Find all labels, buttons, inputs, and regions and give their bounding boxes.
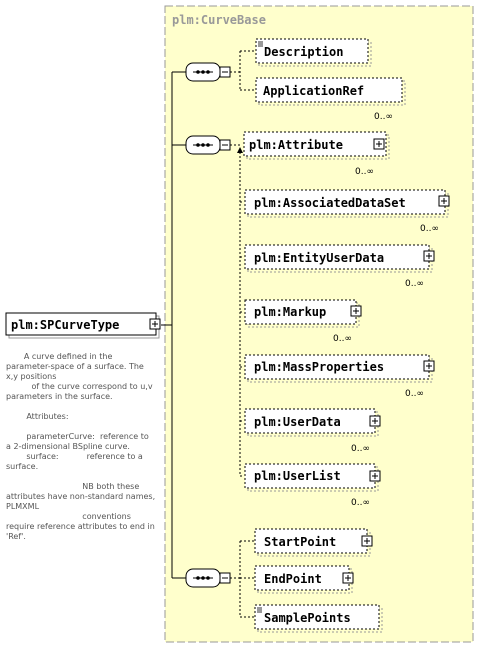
element-plm-associateddataset[interactable]: plm:AssociatedDataSet 0..∞ <box>244 189 450 234</box>
occurrence-label: 0..∞ <box>355 167 374 177</box>
collapse-toggle[interactable] <box>219 139 231 151</box>
collapse-toggle[interactable] <box>219 66 231 78</box>
base-type-title: plm:CurveBase <box>172 13 266 27</box>
occurrence-label: 0..∞ <box>351 444 370 454</box>
element-label: EndPoint <box>264 572 322 586</box>
expand-icon[interactable] <box>423 250 435 262</box>
element-plm-userdata[interactable]: plm:UserData 0..∞ <box>244 408 381 454</box>
occurrence-label: 0..∞ <box>333 334 352 344</box>
element-startpoint[interactable]: StartPoint <box>254 528 373 557</box>
expand-icon[interactable] <box>373 138 385 150</box>
element-plm-userlist[interactable]: plm:UserList 0..∞ <box>244 463 381 508</box>
element-label: plm:EntityUserData <box>254 251 384 265</box>
element-description[interactable]: Description <box>255 38 372 67</box>
occurrence-label: 0..∞ <box>405 279 424 289</box>
documentation-text: A curve defined in the parameter-space o… <box>6 352 156 541</box>
expand-icon[interactable] <box>438 195 450 207</box>
curve-branch-lines <box>230 540 255 618</box>
element-label: plm:AssociatedDataSet <box>254 196 406 210</box>
element-label: ApplicationRef <box>263 84 364 98</box>
element-plm-entityuserdata[interactable]: plm:EntityUserData 0..∞ <box>244 244 435 289</box>
expand-icon[interactable] <box>361 535 373 547</box>
expand-icon[interactable] <box>369 470 381 482</box>
element-label: plm:Attribute <box>249 138 343 152</box>
base-branch-lines <box>230 50 256 91</box>
occurrence-label: 0..∞ <box>351 498 370 508</box>
root-connectors <box>161 71 186 579</box>
element-plm-attribute[interactable]: plm:Attribute 0..∞ <box>243 131 390 177</box>
element-label: Description <box>264 45 343 59</box>
occurrence-label: 0..∞ <box>405 389 424 399</box>
element-applicationref[interactable]: ApplicationRef 0..∞ <box>255 77 406 122</box>
arrow-up-icon <box>237 147 243 153</box>
root-element-label: plm:SPCurveType <box>11 318 119 332</box>
element-samplepoints[interactable]: SamplePoints <box>254 604 383 633</box>
element-label: SamplePoints <box>264 611 351 625</box>
element-plm-massproperties[interactable]: plm:MassProperties 0..∞ <box>244 354 435 399</box>
occurrence-label: 0..∞ <box>374 112 393 122</box>
element-plm-markup[interactable]: plm:Markup 0..∞ <box>244 299 362 344</box>
element-endpoint[interactable]: EndPoint <box>254 565 354 594</box>
documentation-icon <box>257 607 262 613</box>
expand-icon[interactable] <box>342 572 354 584</box>
element-label: plm:Markup <box>254 305 326 319</box>
element-label: StartPoint <box>264 535 336 549</box>
documentation-icon <box>258 41 263 47</box>
occurrence-label: 0..∞ <box>420 224 439 234</box>
sequence-compositor[interactable] <box>185 568 221 588</box>
root-element[interactable]: plm:SPCurveType <box>5 312 161 339</box>
sequence-compositor[interactable] <box>185 62 221 82</box>
expand-icon[interactable] <box>149 318 161 330</box>
sequence-compositor[interactable] <box>185 135 221 155</box>
expand-icon[interactable] <box>369 415 381 427</box>
expand-icon[interactable] <box>423 360 435 372</box>
element-label: plm:UserData <box>254 415 341 429</box>
element-label: plm:UserList <box>254 469 341 483</box>
element-label: plm:MassProperties <box>254 360 384 374</box>
expand-icon[interactable] <box>350 305 362 317</box>
collapse-toggle[interactable] <box>219 572 231 584</box>
